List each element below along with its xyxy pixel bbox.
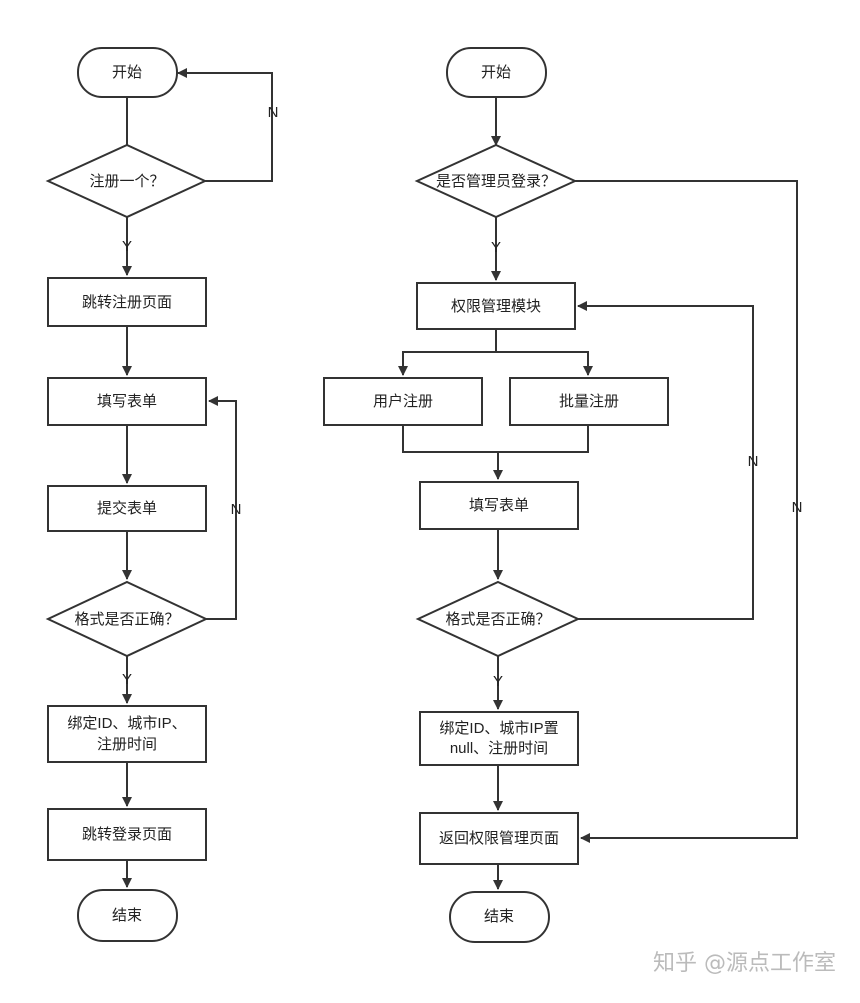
left-bind-label-line2: 注册时间	[97, 736, 157, 753]
left-bind-label-line1: 绑定ID、城市IP、	[67, 715, 186, 732]
right-format-question-label: 格式是否正确？	[445, 611, 550, 628]
left-submit-form-label: 提交表单	[97, 499, 157, 517]
left-register-no-label: N	[268, 104, 279, 121]
left-goto-login-label: 跳转登录页面	[82, 826, 172, 843]
right-batch-register-node: 批量注册	[509, 377, 669, 426]
right-flowchart: 开始 是否管理员登录？ Y N 权限管理模块 用户注册 批量注册 填写表单 格式…	[323, 47, 803, 943]
right-admin-no-label: N	[792, 499, 803, 516]
left-fill-form-node: 填写表单	[47, 377, 207, 426]
left-format-no-label: N	[231, 501, 242, 518]
right-user-register-node: 用户注册	[323, 377, 483, 426]
left-end-label: 结束	[112, 907, 142, 924]
edge-admin-no	[575, 180, 798, 843]
right-admin-question-label: 是否管理员登录？	[436, 173, 556, 190]
left-register-question-label: 注册一个？	[89, 173, 164, 190]
left-start-node: 开始	[77, 47, 178, 98]
right-admin-yes-label: Y	[491, 239, 501, 256]
right-return-perm-label: 返回权限管理页面	[439, 830, 559, 847]
right-perm-module-label: 权限管理模块	[451, 298, 541, 315]
right-bind-label-line2: null、注册时间	[450, 740, 548, 757]
right-end-node: 结束	[449, 891, 550, 943]
edge-register-merge	[402, 425, 589, 453]
left-goto-login-node: 跳转登录页面	[47, 808, 207, 861]
right-perm-module-node: 权限管理模块	[416, 282, 576, 330]
left-end-node: 结束	[77, 889, 178, 942]
right-end-label: 结束	[484, 908, 514, 925]
left-format-yes-label: Y	[122, 671, 132, 688]
left-format-decision: 格式是否正确？	[45, 580, 209, 658]
left-goto-register-node: 跳转注册页面	[47, 277, 207, 327]
right-bind-node: 绑定ID、城市IP置 null、注册时间	[419, 711, 579, 766]
edge-register-no-loop	[177, 68, 273, 182]
edge-format-no-loop	[206, 396, 237, 620]
right-format-decision: 格式是否正确？	[415, 580, 581, 658]
left-register-decision: 注册一个？	[45, 143, 208, 219]
left-start-label: 开始	[112, 64, 142, 81]
watermark: 知乎 @源点工作室	[653, 951, 836, 976]
right-return-perm-node: 返回权限管理页面	[419, 812, 579, 865]
right-fill-form-label: 填写表单	[469, 497, 529, 514]
left-fill-form-label: 填写表单	[97, 393, 157, 410]
right-start-label: 开始	[481, 64, 511, 81]
right-user-register-label: 用户注册	[373, 393, 433, 410]
edge-perm-to-user-register	[398, 329, 497, 376]
right-format-no-label: N	[748, 453, 759, 470]
left-bind-node: 绑定ID、城市IP、 注册时间	[47, 705, 207, 763]
right-bind-label-line1: 绑定ID、城市IP置	[439, 720, 558, 737]
right-start-node: 开始	[446, 47, 547, 98]
right-fill-form-node: 填写表单	[419, 481, 579, 530]
left-flowchart: 开始 注册一个？ N Y 跳转注册页面 填写表单 提交表单 格式是否正确？ N …	[45, 47, 279, 942]
right-admin-decision: 是否管理员登录？	[414, 143, 578, 219]
left-format-question-label: 格式是否正确？	[74, 611, 179, 628]
left-goto-register-label: 跳转注册页面	[82, 294, 172, 311]
right-batch-register-label: 批量注册	[559, 393, 619, 410]
left-register-yes-label: Y	[122, 238, 132, 255]
left-submit-form-node: 提交表单	[47, 485, 207, 532]
right-format-yes-label: Y	[493, 673, 503, 690]
edge-perm-to-batch-register	[496, 351, 593, 376]
edge-format-no-to-perm	[577, 301, 754, 620]
